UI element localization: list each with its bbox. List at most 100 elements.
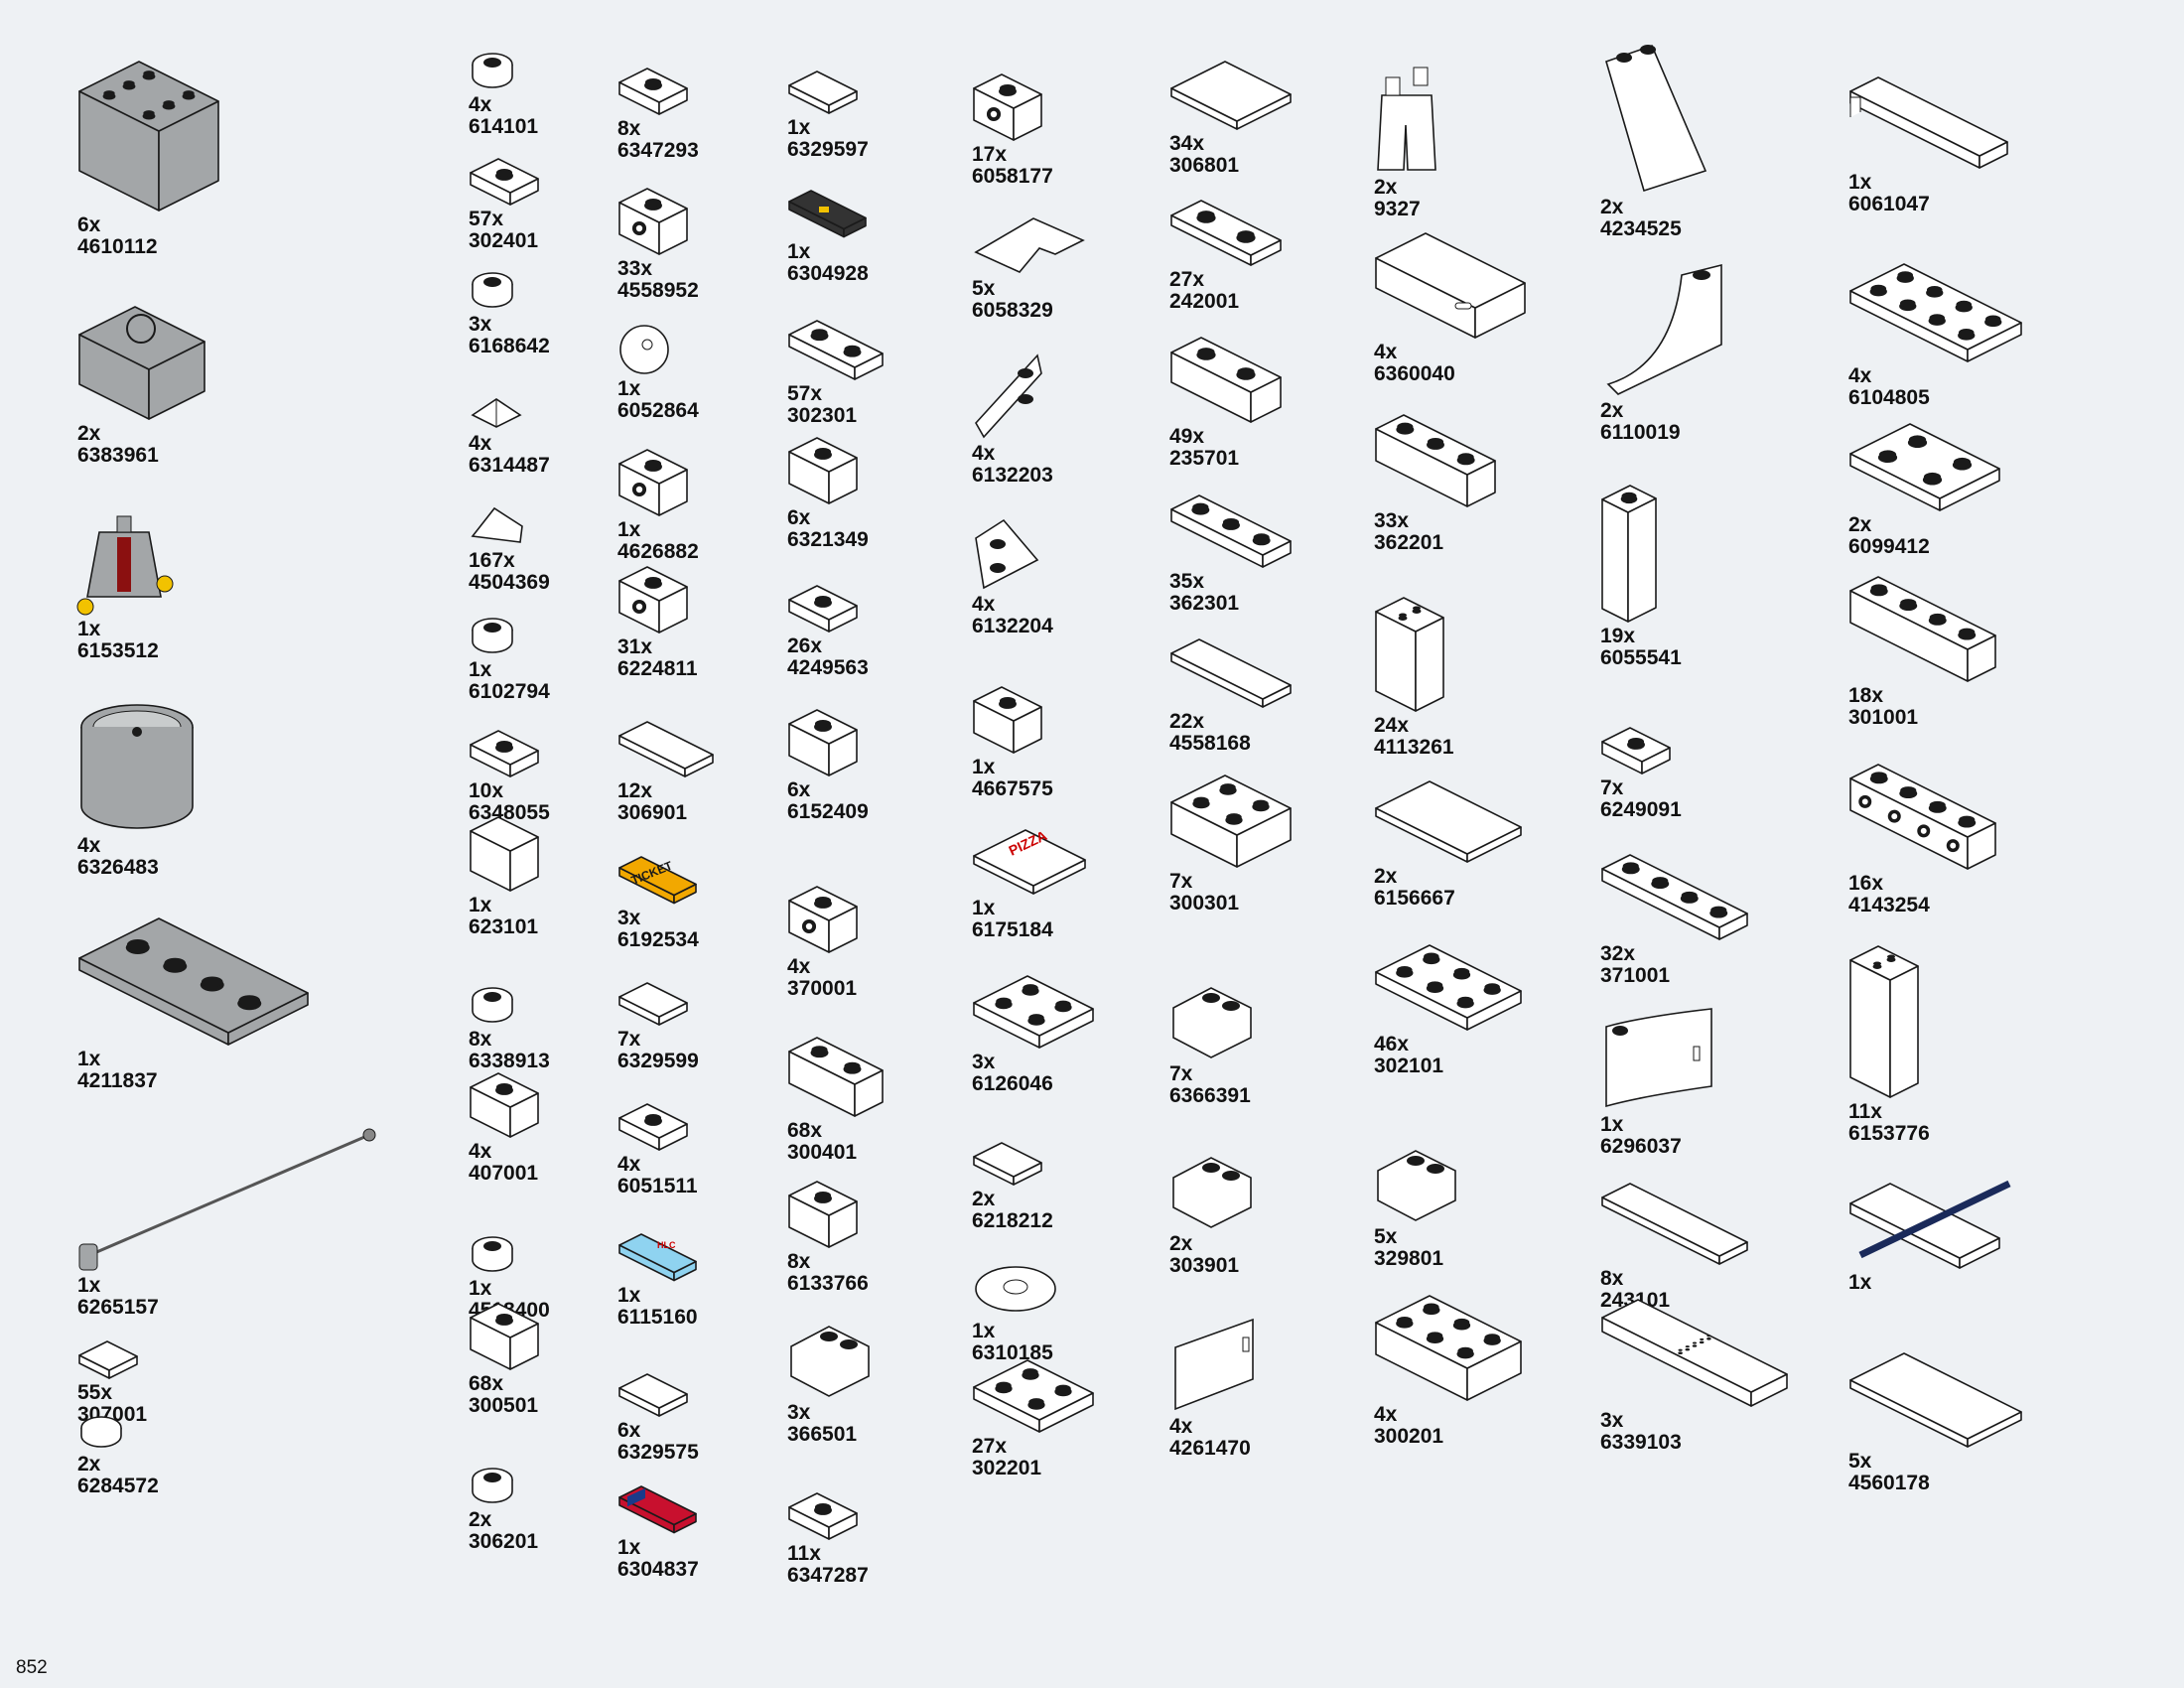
plate-clip-horizontal-icon (617, 67, 699, 116)
part-element-id: 6061047 (1848, 193, 1930, 215)
letter-tile-icon (787, 70, 869, 115)
part-quantity: 7x (617, 1028, 641, 1051)
plate-end-studs-icon (1600, 726, 1682, 775)
part-element-id: 6348055 (469, 801, 550, 824)
part-quantity: 24x (1374, 714, 1410, 737)
part-element-id: 362301 (1169, 592, 1240, 615)
part-element-id: 6132204 (972, 615, 1053, 637)
part-quantity: 8x (1600, 1267, 1624, 1290)
ticket-tile-icon: TICKET (617, 855, 699, 906)
round-tile-hole-icon (972, 1265, 1059, 1319)
part-element-id: 235701 (1169, 447, 1240, 470)
corner-plate-icon (1169, 199, 1283, 267)
part-element-id: 6304837 (617, 1558, 699, 1581)
jumper-plate-icon (617, 1102, 698, 1152)
part-element-id: 4261470 (1169, 1437, 1251, 1460)
part-element-id: 303901 (1169, 1254, 1240, 1277)
wedge-plate-left-icon (972, 352, 1053, 441)
part-quantity: 1x (469, 894, 492, 916)
part-element-id: 6360040 (1374, 362, 1455, 385)
part-element-id: 614101 (469, 115, 539, 138)
part-quantity: 1x (77, 1048, 101, 1070)
printed-receipt-tile-icon (617, 981, 699, 1027)
part-quantity: 3x (787, 1401, 811, 1424)
part-quantity: 2x (1848, 513, 1872, 536)
part-element-id: 243101 (1600, 1289, 1671, 1312)
drawer-icon (1374, 231, 1527, 340)
plate-2x4-icon (1848, 262, 2023, 363)
minifig-torso-icon (76, 510, 174, 617)
part-quantity: 1x (1848, 1271, 1872, 1294)
part-quantity: 1x (972, 756, 996, 778)
part-element-id: 6132203 (972, 464, 1053, 487)
part-element-id: 4626882 (617, 540, 699, 563)
part-quantity: 1x (1848, 171, 1872, 194)
plate-2x2-icon (972, 1358, 1095, 1434)
part-entry: 1x (1848, 1180, 2011, 1294)
part-quantity: 3x (972, 1051, 996, 1073)
part-quantity: 6x (787, 778, 811, 801)
plate-2x3-icon (1374, 943, 1523, 1032)
part-quantity: 32x (1600, 942, 1636, 965)
part-element-id: 6296037 (1600, 1135, 1682, 1158)
part-quantity: 6x (77, 213, 101, 236)
part-quantity: 6x (617, 1419, 641, 1442)
control-panel-tile-icon (787, 189, 869, 239)
round-plate-icon (469, 49, 538, 92)
part-quantity: 1x (77, 618, 101, 640)
gear-brick-icon (787, 1180, 869, 1249)
part-quantity: 8x (617, 117, 641, 140)
part-quantity: 1x (469, 658, 492, 681)
part-element-id: 6052864 (617, 399, 699, 422)
tile-1x1-icon (77, 1339, 147, 1380)
part-quantity: 57x (787, 382, 823, 405)
brick-two-side-studs-icon (617, 448, 699, 517)
part-quantity: 2x (1600, 196, 1624, 218)
printed-card-tile-icon: HLC (617, 1232, 698, 1283)
part-quantity: 2x (1600, 399, 1624, 422)
part-element-id: 6156667 (1374, 887, 1455, 910)
part-quantity: 4x (617, 1153, 641, 1176)
part-element-id: 6249091 (1600, 798, 1682, 821)
technic-brick-1x4-icon (1848, 763, 1997, 871)
part-quantity: 2x (972, 1188, 996, 1210)
part-quantity: 27x (1169, 268, 1205, 291)
brick-four-side-studs-icon (617, 565, 698, 634)
part-quantity: 4x (469, 93, 492, 116)
